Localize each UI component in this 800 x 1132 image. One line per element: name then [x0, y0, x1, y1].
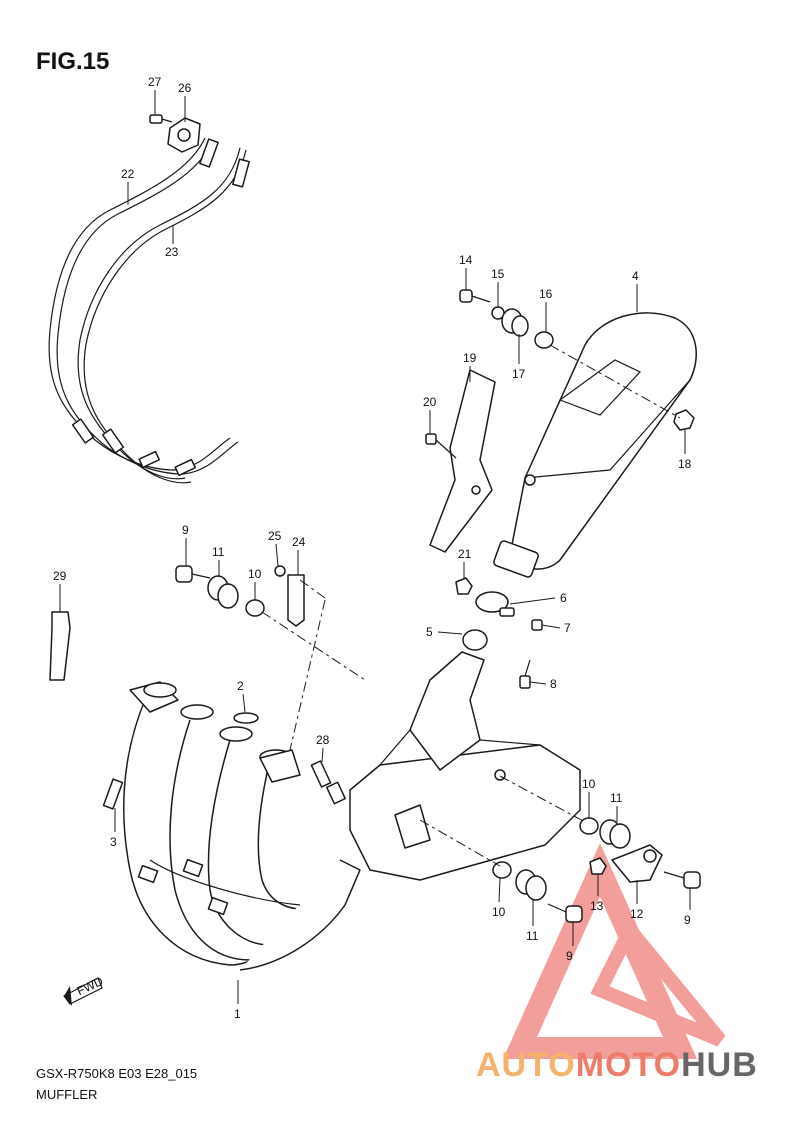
watermark-text-moto: MOTO	[575, 1046, 682, 1084]
bolt-part-8	[519, 659, 531, 689]
callout-1: 1	[234, 1007, 241, 1021]
callout-3: 3	[110, 835, 117, 849]
callout-11-lower: 11	[526, 929, 539, 943]
bracket-part-29	[49, 611, 71, 681]
callout-2: 2	[237, 679, 244, 693]
callout-9-lower: 9	[566, 949, 573, 963]
callout-11-upper: 11	[212, 545, 225, 559]
callout-29: 29	[53, 569, 67, 583]
callout-12: 12	[630, 907, 644, 921]
bolt-part-27	[149, 114, 173, 124]
callout-7: 7	[564, 621, 571, 635]
callout-20: 20	[423, 395, 437, 409]
callout-26: 26	[178, 81, 192, 95]
cushion-part-11-right	[599, 819, 631, 849]
figure-title: FIG.15	[36, 48, 110, 75]
cushion-part-17	[501, 308, 529, 337]
cushion-part-11-lower	[515, 869, 547, 901]
bracket-part-24	[287, 574, 305, 627]
callout-16: 16	[539, 287, 553, 301]
callout-10-lower: 10	[492, 905, 506, 919]
callout-4: 4	[632, 269, 639, 283]
bolt-part-25	[274, 565, 286, 577]
throttle-cables	[48, 137, 250, 484]
callout-24: 24	[292, 535, 306, 549]
muffler-part-4	[493, 312, 697, 578]
header-flanges	[129, 681, 301, 783]
forward-direction-arrow: FWD	[63, 974, 106, 1006]
callout-labels: 27 26 22 23 14 15 16 4 17 18 19 20 9 11 …	[53, 75, 692, 1021]
callout-8: 8	[550, 677, 557, 691]
oxygen-sensor-part-28	[310, 760, 346, 805]
bolt-part-20	[425, 433, 457, 459]
callout-14: 14	[459, 253, 473, 267]
clamp-part-6	[475, 591, 515, 617]
callout-23: 23	[165, 245, 179, 259]
bracket-part-12	[611, 844, 663, 883]
bolt-part-9-upper	[175, 565, 211, 583]
watermark-text-hub: HUB	[681, 1046, 758, 1084]
figure-name: MUFFLER	[36, 1087, 98, 1102]
callout-19: 19	[463, 351, 477, 365]
callout-9-right: 9	[684, 913, 691, 927]
bolt-part-7	[531, 619, 543, 631]
exhaust-pipe-assembly-part-1	[123, 699, 361, 971]
cushion-part-11-upper	[207, 575, 239, 609]
callout-5: 5	[426, 625, 433, 639]
bolt-part-9-lower	[547, 903, 583, 923]
callout-28: 28	[316, 733, 330, 747]
callout-6: 6	[560, 591, 567, 605]
watermark-wordmark: AUTOMOTOHUB	[476, 1046, 758, 1085]
collar-part-10-upper	[245, 599, 265, 617]
callout-27: 27	[148, 75, 162, 89]
callout-11-right: 11	[610, 791, 623, 805]
callout-10-upper: 10	[248, 567, 262, 581]
exhaust-chamber	[349, 651, 581, 881]
watermark-triangle-logo	[502, 843, 726, 1059]
bolt-part-14	[459, 289, 491, 303]
collar-part-16	[534, 331, 554, 349]
callout-13: 13	[590, 899, 604, 913]
model-code: GSX-R750K8 E03 E28_015	[36, 1066, 198, 1081]
nut-part-21	[455, 577, 473, 595]
gasket-part-2	[233, 712, 259, 724]
callout-21: 21	[458, 547, 472, 561]
callout-18: 18	[678, 457, 692, 471]
callout-25: 25	[268, 529, 282, 543]
cable-bracket-part-26	[167, 117, 201, 153]
callout-15: 15	[491, 267, 505, 281]
nut-part-18	[673, 409, 695, 431]
heat-shield-part-19	[429, 369, 496, 553]
gasket-part-5	[462, 629, 488, 651]
callout-9-upper: 9	[182, 523, 189, 537]
callout-17: 17	[512, 367, 526, 381]
callout-22: 22	[121, 167, 135, 181]
stud-bolt-part-3	[102, 778, 124, 810]
callout-10-right: 10	[582, 777, 596, 791]
collar-part-10-lower	[492, 861, 512, 879]
watermark-text-auto: AUTO	[476, 1046, 576, 1084]
bolt-part-9-right	[663, 871, 701, 889]
bolt-part-13	[589, 857, 607, 875]
